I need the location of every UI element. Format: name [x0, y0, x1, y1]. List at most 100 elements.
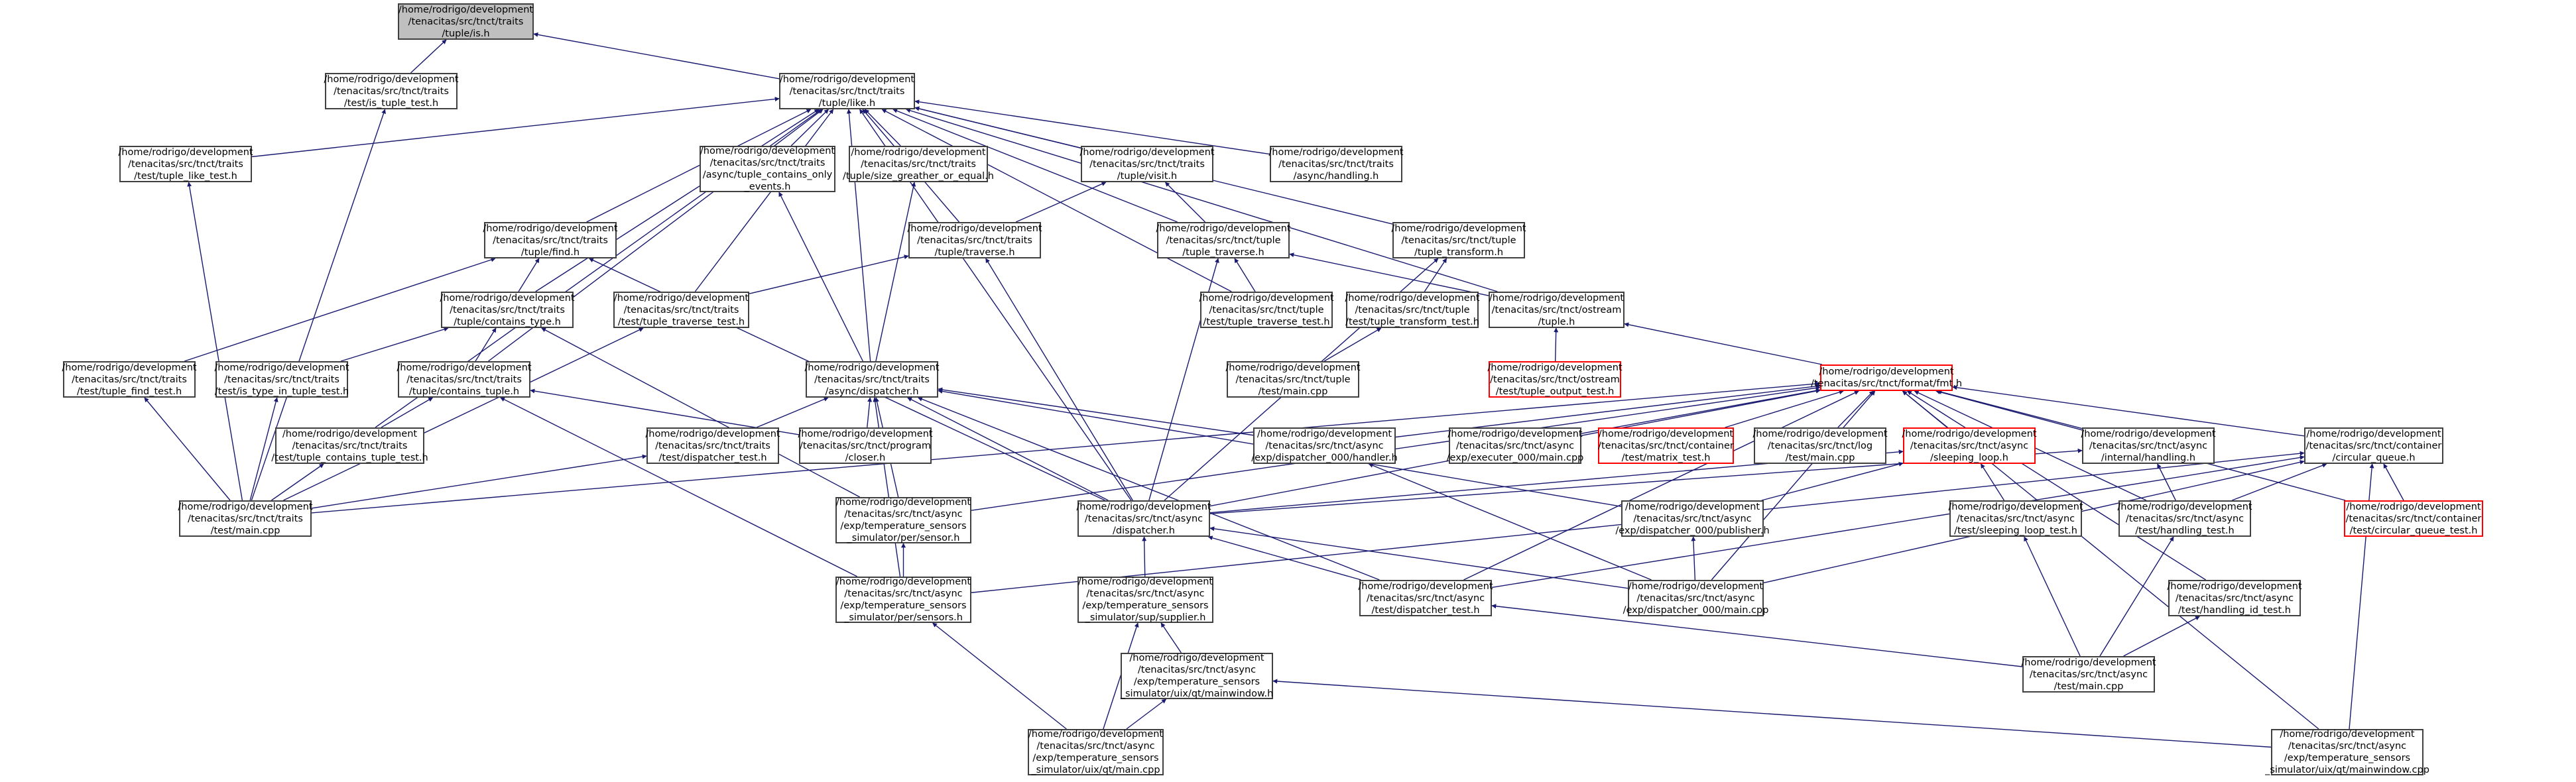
edge-traits-test-main-to-traits-traverse-test	[283, 327, 644, 501]
node-sleeping-loop[interactable]: /home/rodrigo/development/tenacitas/src/…	[1902, 427, 2037, 464]
node-label-line: /tenacitas/src/tnct/async	[844, 509, 963, 520]
node-tuple-find-test[interactable]: /home/rodrigo/development/tenacitas/src/…	[62, 361, 197, 398]
node-tuple-main[interactable]: /home/rodrigo/development/tenacitas/src/…	[1225, 361, 1361, 398]
edge-contains-type-to-find-h	[518, 258, 540, 292]
node-fmt-h[interactable]: /home/rodrigo/development/tenacitas/src/…	[1811, 364, 1962, 391]
node-async-dispatcher-traits[interactable]: /home/rodrigo/development/tenacitas/src/…	[804, 361, 940, 398]
node-label-line: /tenacitas/src/tnct/async	[1265, 440, 1384, 451]
node-tuple-transform[interactable]: /home/rodrigo/development/tenacitas/src/…	[1391, 222, 1526, 258]
node-tuple-traverse-test[interactable]: /home/rodrigo/development/tenacitas/src/…	[1199, 292, 1334, 328]
node-label-line: /home/rodrigo/development	[1345, 292, 1480, 304]
node-contains-only-events[interactable]: /home/rodrigo/development/tenacitas/src/…	[700, 146, 835, 192]
node-tuple-traverse[interactable]: /home/rodrigo/development/tenacitas/src/…	[1156, 222, 1291, 258]
node-label-line: /tenacitas/src/tnct/tuple	[1166, 235, 1281, 246]
edge-dispatcher-test-to-async-dispatcher-traits	[917, 397, 1380, 581]
node-sleeping-loop-test[interactable]: /home/rodrigo/development/tenacitas/src/…	[1948, 500, 2083, 537]
node-label-line: /tenacitas/src/tnct/async	[1084, 513, 1203, 524]
edge-async-dispatcher-to-traverse-h	[985, 258, 1133, 501]
node-internal-handling[interactable]: /home/rodrigo/development/tenacitas/src/…	[2081, 427, 2216, 464]
node-dispatcher-test-traits[interactable]: /home/rodrigo/development/tenacitas/src/…	[645, 427, 780, 464]
node-log-main[interactable]: /home/rodrigo/development/tenacitas/src/…	[1752, 427, 1888, 464]
edge-handling-id-test-to-fmt-h	[1906, 390, 2206, 581]
node-label-line: /tenacitas/src/tnct/ostream	[1490, 374, 1620, 385]
node-label-line: /home/rodrigo/development	[1077, 577, 1213, 587]
node-label-line: /tuple/contains_tuple.h	[408, 386, 520, 397]
node-is-tuple-test[interactable]: /home/rodrigo/development/tenacitas/src/…	[324, 73, 459, 109]
node-tuple-transform-test[interactable]: /home/rodrigo/development/tenacitas/src/…	[1345, 292, 1480, 328]
node-like-test[interactable]: /home/rodrigo/development/tenacitas/src/…	[118, 146, 253, 182]
node-label-line: /home/rodrigo/development	[613, 292, 749, 304]
node-supplier-h[interactable]: /home/rodrigo/development/tenacitas/src/…	[1077, 577, 1213, 623]
node-label-line: /test/tuple_find_test.h	[76, 386, 182, 397]
edge-dispatcher-000-main-to-fmt-h	[1711, 390, 1876, 581]
edge-contains-tuple-to-contains-type	[475, 327, 497, 362]
node-label-line: /home/rodrigo/development	[1948, 501, 2083, 512]
node-program-closer[interactable]: /home/rodrigo/development/tenacitas/src/…	[798, 427, 933, 464]
node-label-line: /circular_queue.h	[2332, 452, 2416, 463]
node-async-test-main[interactable]: /home/rodrigo/development/tenacitas/src/…	[2021, 656, 2156, 693]
node-circular-queue-test[interactable]: /home/rodrigo/development/tenacitas/src/…	[2344, 500, 2483, 537]
edge-async-dispatcher-to-async-dispatcher-traits	[907, 397, 1109, 501]
node-async-dispatcher[interactable]: /home/rodrigo/development/tenacitas/src/…	[1076, 500, 1211, 537]
edge-program-closer-to-async-dispatcher-traits	[867, 397, 873, 428]
node-label-line: /tenacitas/src/tnct/log	[1767, 440, 1873, 451]
node-like-h[interactable]: /home/rodrigo/development/tenacitas/src/…	[779, 73, 915, 109]
node-contains-tuple[interactable]: /home/rodrigo/development/tenacitas/src/…	[397, 361, 532, 398]
node-matrix-test[interactable]: /home/rodrigo/development/tenacitas/src/…	[1598, 427, 1734, 464]
node-label-line: /home/rodrigo/development	[2167, 581, 2302, 592]
node-mainwindow-h[interactable]: /home/rodrigo/development/tenacitas/src/…	[1121, 653, 1273, 699]
node-ostream-tuple[interactable]: /home/rodrigo/development/tenacitas/src/…	[1489, 292, 1625, 328]
node-sensor-h[interactable]: /home/rodrigo/development/tenacitas/src/…	[835, 497, 971, 543]
node-handling-id-test[interactable]: /home/rodrigo/development/tenacitas/src/…	[2167, 580, 2302, 616]
node-label-line: /tenacitas/src/tnct/traits	[493, 235, 608, 246]
node-traits-traverse-test[interactable]: /home/rodrigo/development/tenacitas/src/…	[613, 292, 749, 328]
node-label-line: /exp/temperature_sensors	[1032, 753, 1159, 763]
node-label-line: /test/main.cpp	[210, 525, 280, 536]
node-mainwindow-cpp[interactable]: /home/rodrigo/development/tenacitas/src/…	[2265, 729, 2429, 775]
edge-traits-test-main-to-is-type-in-tuple	[249, 397, 278, 501]
node-label-line: /async/tuple_contains_only	[702, 170, 833, 180]
node-label-line: /home/rodrigo/development	[835, 497, 971, 508]
node-contains-type[interactable]: /home/rodrigo/development/tenacitas/src/…	[440, 292, 575, 328]
node-label-line: /tenacitas/src/tnct/program	[800, 440, 931, 451]
node-label-line: /home/rodrigo/development	[700, 146, 835, 156]
edge-async-test-main-to-handling-id-test	[2123, 616, 2201, 657]
node-circular-queue[interactable]: /home/rodrigo/development/tenacitas/src/…	[2304, 427, 2443, 464]
edge-traits-test-main-to-tuple-find-test	[144, 397, 231, 501]
node-traits-test-main[interactable]: /home/rodrigo/development/tenacitas/src/…	[178, 500, 313, 537]
node-label-line: /home/rodrigo/development	[1225, 362, 1361, 373]
node-contains-tuple-test[interactable]: /home/rodrigo/development/tenacitas/src/…	[271, 427, 428, 464]
edge-dispatcher-000-main-to-handler-000	[1368, 463, 1652, 581]
edge-is-tuple-test-to-is-h	[410, 39, 447, 74]
node-tuple-output-test[interactable]: /home/rodrigo/development/tenacitas/src/…	[1487, 361, 1623, 398]
node-label-line: /tenacitas/src/tnct/traits	[292, 440, 408, 451]
node-size-greater[interactable]: /home/rodrigo/development/tenacitas/src/…	[843, 146, 994, 182]
node-handler-000[interactable]: /home/rodrigo/development/tenacitas/src/…	[1251, 427, 1398, 464]
node-qt-main[interactable]: /home/rodrigo/development/tenacitas/src/…	[1028, 729, 1164, 775]
node-find-h[interactable]: /home/rodrigo/development/tenacitas/src/…	[483, 222, 618, 258]
node-executer-main[interactable]: /home/rodrigo/development/tenacitas/src/…	[1447, 427, 1583, 464]
node-async-handling[interactable]: /home/rodrigo/development/tenacitas/src/…	[1268, 146, 1404, 182]
node-sensors-h[interactable]: /home/rodrigo/development/tenacitas/src/…	[835, 577, 971, 623]
node-traverse-h[interactable]: /home/rodrigo/development/tenacitas/src/…	[907, 222, 1042, 258]
node-visit-h[interactable]: /home/rodrigo/development/tenacitas/src/…	[1079, 146, 1215, 182]
node-handling-test[interactable]: /home/rodrigo/development/tenacitas/src/…	[2117, 500, 2252, 537]
edge-find-h-to-like-h	[586, 109, 812, 223]
edge-program-closer-to-contains-tuple	[530, 388, 800, 435]
node-label-line: /tuple/find.h	[521, 247, 580, 258]
node-dispatcher-test[interactable]: /home/rodrigo/development/tenacitas/src/…	[1358, 580, 1493, 616]
edge-tuple-find-test-to-find-h	[184, 257, 496, 362]
edge-async-test-main-to-dispatcher-test	[1491, 604, 2023, 667]
edge-matrix-test-to-fmt-h	[1725, 390, 1844, 428]
edge-mainwindow-h-to-supplier-h	[1160, 622, 1182, 653]
node-publisher-h[interactable]: /home/rodrigo/development/tenacitas/src/…	[1615, 500, 1770, 537]
edge-contains-only-events-to-like-h	[790, 109, 829, 146]
edge-contains-type-to-like-h	[535, 109, 820, 292]
node-is-type-in-tuple[interactable]: /home/rodrigo/development/tenacitas/src/…	[214, 361, 349, 398]
node-label-line: /home/rodrigo/development	[282, 428, 418, 439]
node-dispatcher-000-main[interactable]: /home/rodrigo/development/tenacitas/src/…	[1623, 580, 1768, 616]
node-label-line: /home/rodrigo/development	[214, 362, 349, 373]
edge-sensor-h-to-contains-type	[541, 327, 860, 498]
node-label-line: /home/rodrigo/development	[1156, 223, 1291, 234]
node-label-line: /test/tuple_traverse_test.h	[1203, 316, 1330, 327]
